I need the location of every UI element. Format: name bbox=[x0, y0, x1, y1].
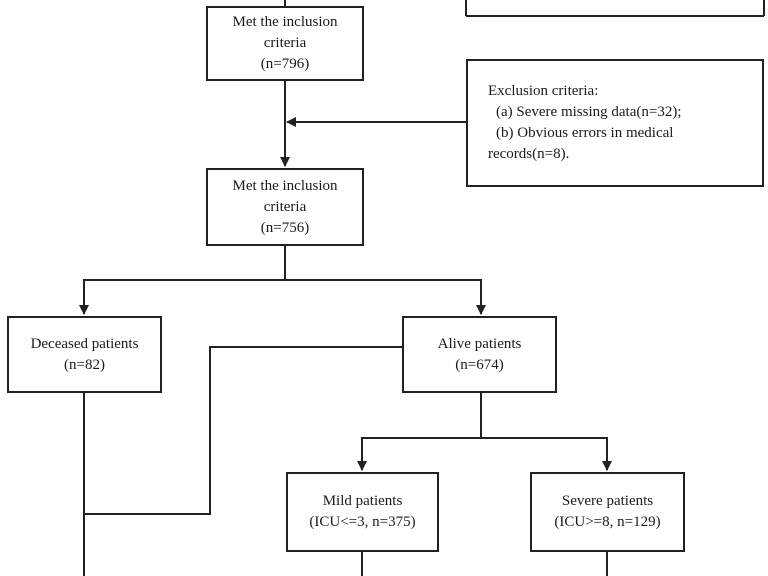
exclusion-item-a: (a) Severe missing data(n=32); bbox=[496, 104, 682, 120]
mild-patients-box: Mild patients (ICU<=3, n=375) bbox=[286, 472, 439, 552]
exclusion-item-b-cont: records(n=8). bbox=[488, 146, 570, 162]
severe-label: Severe patients bbox=[561, 493, 654, 509]
inclusion-796-count: (n=796) bbox=[260, 56, 310, 72]
inclusion-796-line1: Met the inclusion bbox=[232, 14, 338, 30]
inclusion-756-line2: criteria bbox=[263, 198, 307, 215]
deceased-patients-box: Deceased patients (n=82) bbox=[7, 316, 162, 393]
alive-patients-box: Alive patients (n=674) bbox=[402, 316, 557, 393]
mild-criteria: (ICU<=3, n=375) bbox=[309, 514, 416, 530]
alive-count: (n=674) bbox=[455, 356, 504, 373]
inclusion-756-line1: Met the inclusion bbox=[232, 177, 338, 194]
deceased-label: Deceased patients bbox=[30, 335, 139, 352]
deceased-count: (n=82) bbox=[64, 356, 105, 373]
alive-label: Alive patients bbox=[437, 335, 522, 352]
inclusion-box-756: Met the inclusion criteria (n=756) bbox=[206, 168, 364, 246]
exclusion-item-b: (b) Obvious errors in medical bbox=[496, 125, 674, 141]
inclusion-796-line2: criteria bbox=[263, 35, 307, 51]
exclusion-criteria-box: Exclusion criteria: (a) Severe missing d… bbox=[466, 59, 764, 187]
inclusion-756-count: (n=756) bbox=[260, 219, 310, 236]
inclusion-box-796: Met the inclusion criteria (n=796) bbox=[206, 6, 364, 81]
exclusion-title: Exclusion criteria: bbox=[488, 83, 599, 99]
mild-label: Mild patients bbox=[322, 493, 403, 509]
severe-patients-box: Severe patients (ICU>=8, n=129) bbox=[530, 472, 685, 552]
severe-criteria: (ICU>=8, n=129) bbox=[554, 514, 661, 530]
